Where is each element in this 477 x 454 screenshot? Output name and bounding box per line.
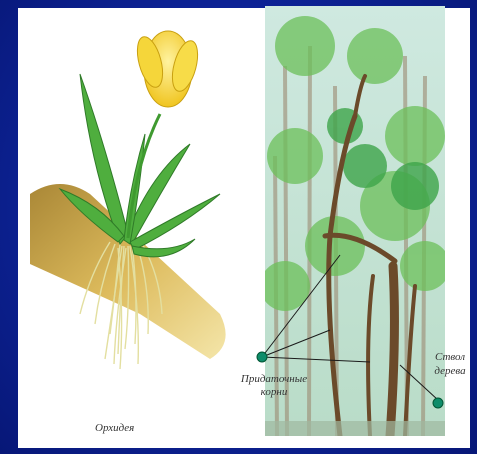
orchid-caption: Орхидея: [95, 422, 134, 434]
trunk-caption-line1: Ствол: [425, 350, 475, 364]
roots-caption: Придаточные корни: [234, 373, 314, 399]
roots-pointer-dot: [257, 352, 267, 362]
trunk-caption-line2: дерева: [425, 364, 475, 378]
trunk-caption: Ствол дерева: [425, 350, 475, 378]
trunk-pointer-dot: [433, 398, 443, 408]
